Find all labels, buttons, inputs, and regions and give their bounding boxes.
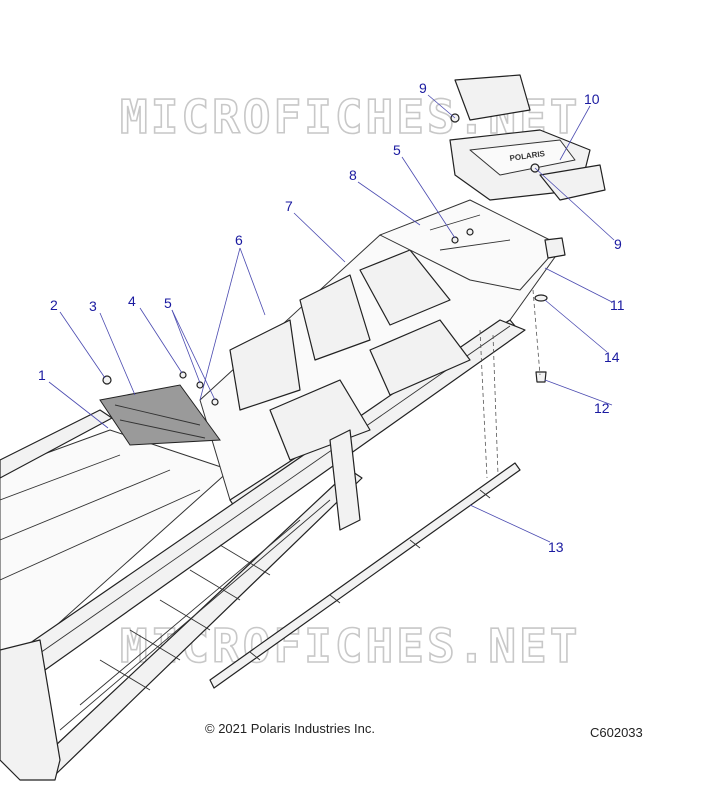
- callout-14: 14: [604, 349, 620, 365]
- leader-lines: [48, 94, 615, 543]
- callout-12: 12: [594, 400, 610, 416]
- rear-flap-assembly: POLARIS: [449, 74, 606, 201]
- callout-8: 8: [349, 167, 357, 183]
- callout-9-top: 9: [419, 80, 427, 96]
- copyright-text: © 2021 Polaris Industries Inc.: [205, 721, 375, 736]
- callout-6: 6: [235, 232, 243, 248]
- callout-9-right: 9: [614, 236, 622, 252]
- callout-11: 11: [610, 297, 625, 313]
- callout-3: 3: [89, 298, 97, 314]
- figure-code: C602033: [590, 725, 643, 740]
- tunnel-assembly: [0, 199, 566, 781]
- bolt-12: [535, 371, 547, 383]
- callout-2: 2: [50, 297, 58, 313]
- callout-5-rear: 5: [393, 142, 401, 158]
- callout-5-front: 5: [164, 295, 172, 311]
- callout-10: 10: [584, 91, 600, 107]
- callout-4: 4: [128, 293, 136, 309]
- washer-14: [534, 294, 548, 302]
- lower-bar: [209, 462, 521, 689]
- callout-1: 1: [38, 367, 46, 383]
- callout-7: 7: [285, 198, 293, 214]
- callout-labels: 1 2 3 4 5 5 6 7 8 9 9 10 11 12 13 14: [38, 80, 625, 555]
- callout-13: 13: [548, 539, 564, 555]
